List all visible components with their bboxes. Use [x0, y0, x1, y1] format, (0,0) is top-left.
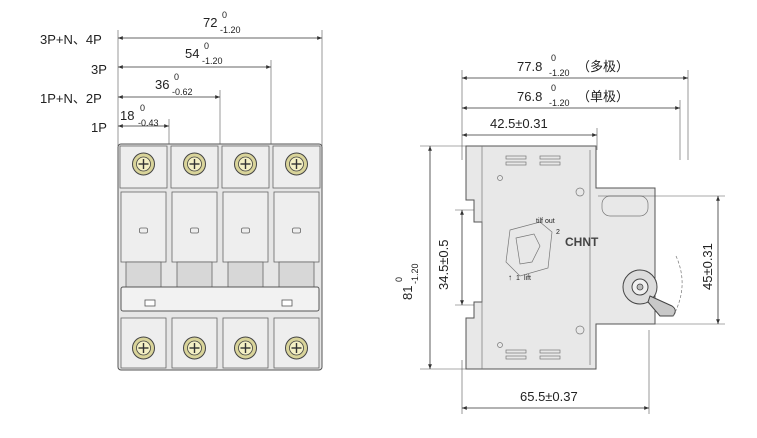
common-handle-bar [120, 286, 320, 312]
label-1p: 1P [91, 120, 107, 135]
dim-77-8-value: 77.8 [517, 59, 542, 74]
dim-65-5-value: 65.5±0.37 [520, 389, 578, 404]
brand-logo: CHNT [565, 235, 599, 249]
dim-76-8-value: 76.8 [517, 89, 542, 104]
dim-18-lower: -0.43 [138, 118, 159, 128]
pole-label-area-3 [222, 191, 269, 263]
trip-out-marking: tilf out [536, 218, 555, 225]
dim-54-lower: -1.20 [202, 56, 223, 66]
label-4p: 3P+N、4P [40, 32, 102, 47]
dim-36-value: 36 [155, 77, 169, 92]
label-2p: 1P+N、2P [40, 91, 102, 106]
dim-34-5-value: 34.5±0.5 [436, 239, 451, 290]
dim-76-8-lower: -1.20 [549, 98, 570, 108]
dim-76-8-upper: 0 [551, 83, 556, 93]
front-view: 3P+N、4P 3P 1P+N、2P 1P 72 0 -1.20 54 0 -1… [40, 10, 323, 371]
pole-label-area-2 [171, 191, 218, 263]
side-body [465, 145, 656, 370]
pole-indicator-3 [241, 227, 250, 234]
breaker-body [117, 143, 323, 371]
handle-tie-right [281, 299, 293, 307]
pole-label-area-1 [120, 191, 167, 263]
dim-36-upper: 0 [174, 72, 179, 82]
pole-indicator-4 [292, 227, 301, 234]
dim-77-8-upper: 0 [551, 53, 556, 63]
dim-77-8-note: （多极） [577, 59, 629, 74]
dim-42-5-value: 42.5±0.31 [490, 116, 548, 131]
poles-group [119, 145, 321, 369]
dim-81-upper: 0 [394, 277, 404, 282]
dim-18-value: 18 [120, 108, 134, 123]
dim-77-8-lower: -1.20 [549, 68, 570, 78]
pole-indicator-1 [139, 227, 148, 234]
dim-18-upper: 0 [140, 103, 145, 113]
pole-handle-slot-1 [125, 261, 162, 291]
dim-81-value: 81 [400, 286, 415, 300]
lift-marking: lift [524, 275, 531, 282]
dim-81-lower: -1.20 [410, 263, 420, 284]
pole-handle-slot-4 [278, 261, 315, 291]
label-3p: 3P [91, 62, 107, 77]
pole-handle-slot-2 [176, 261, 213, 291]
dim-76-8-note: （单极） [577, 89, 629, 104]
step-2-marking: 2 [556, 229, 560, 236]
handle-tie-left [144, 299, 156, 307]
pole-bottom-terminal-2 [171, 317, 218, 369]
pole-indicator-2 [190, 227, 199, 234]
arrow-up-marking: ↑ [508, 273, 512, 282]
dim-72-upper: 0 [222, 10, 227, 20]
pole-label-area-4 [273, 191, 320, 263]
dim-54-upper: 0 [204, 41, 209, 51]
dim-72-lower: -1.20 [220, 25, 241, 35]
dim-72-value: 72 [203, 15, 217, 30]
dim-36-lower: -0.62 [172, 87, 193, 97]
side-view: 77.8 0 -1.20 （多极） 76.8 0 -1.20 （单极） 42.5… [394, 53, 725, 414]
step-1-marking: 1 [516, 275, 520, 282]
dim-45-value: 45±0.31 [700, 243, 715, 290]
dim-54-value: 54 [185, 46, 199, 61]
pole-handle-slot-3 [227, 261, 264, 291]
